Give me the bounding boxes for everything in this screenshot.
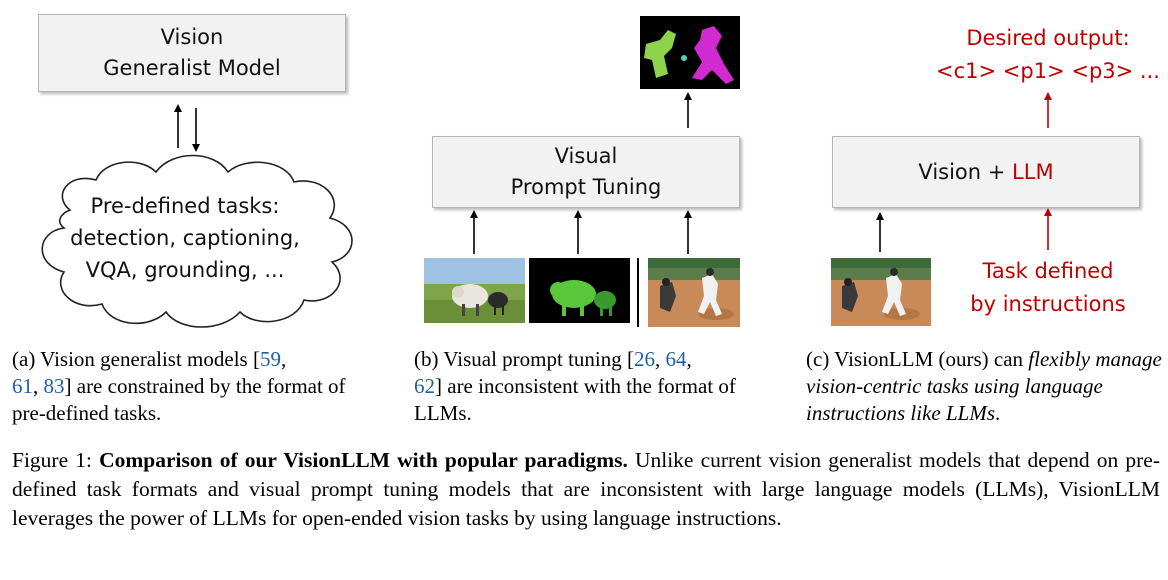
caption-b: (b) Visual prompt tuning [26, 64, 62] are… [414, 346, 766, 427]
baseball-photo-c [831, 258, 931, 326]
figure-caption: Figure 1: Comparison of our VisionLLM wi… [12, 446, 1160, 533]
box-c-llm-label: LLM [1012, 159, 1054, 184]
desired-output-line2: <c1> <p1> <p3> ... [936, 59, 1160, 83]
citation-59[interactable]: 59 [259, 347, 281, 371]
caption-c: (c) VisionLLM (ours) can flexibly manage… [806, 346, 1162, 427]
cloud-line2: detection, captioning, [70, 226, 300, 250]
caption-c-end: . [995, 401, 1001, 425]
task-defined-line1: Task defined [982, 259, 1114, 283]
caption-b-sep1: , [655, 347, 666, 371]
vision-llm-box: Vision + LLM [832, 136, 1140, 208]
sheep-mask [529, 258, 630, 323]
task-defined-line2: by instructions [970, 292, 1126, 316]
sheep-photo [424, 258, 525, 323]
cloud-line3: VQA, grounding, ... [85, 258, 285, 282]
visual-prompt-tuning-box: Visual Prompt Tuning [432, 136, 740, 208]
citation-61[interactable]: 61 [12, 374, 33, 398]
pre-defined-tasks-text: Pre-defined tasks: detection, captioning… [30, 190, 340, 286]
caption-b-prefix: (b) Visual prompt tuning [ [414, 347, 634, 371]
figure-label: Figure 1: [12, 448, 100, 472]
caption-a-prefix: (a) Vision generalist models [ [12, 347, 260, 371]
caption-a-sep2: , [33, 374, 44, 398]
caption-b-sep2: , [686, 347, 692, 371]
citation-62[interactable]: 62 [414, 374, 435, 398]
caption-c-plain: (c) VisionLLM (ours) can [806, 347, 1029, 371]
caption-b-suffix: ] are inconsistent with the format of LL… [414, 374, 736, 425]
box-b-line2: Prompt Tuning [510, 175, 662, 199]
box-c-vision-label: Vision + [918, 159, 1013, 184]
figure-title: Comparison of our VisionLLM with popular… [99, 448, 628, 472]
box-a-line2: Generalist Model [103, 56, 281, 80]
segmentation-output-image [640, 16, 740, 89]
caption-c-italic: flexibly manage vision-centric tasks usi… [806, 347, 1162, 425]
task-cloud [41, 154, 353, 328]
cloud-line1: Pre-defined tasks: [90, 194, 280, 218]
figure-body: Unlike current vision generalist models … [12, 448, 1160, 530]
citation-83[interactable]: 83 [43, 374, 65, 398]
caption-a-sep1: , [280, 347, 287, 371]
box-c-text: Vision + LLM [918, 157, 1053, 188]
desired-output-text: Desired output: <c1> <p1> <p3> ... [900, 22, 1168, 88]
citation-26[interactable]: 26 [634, 347, 655, 371]
box-a-line1: Vision [160, 25, 224, 49]
box-b-line1: Visual [554, 144, 618, 168]
baseball-photo-b [648, 258, 740, 327]
caption-a-suffix: ] are constrained by the format of pre-d… [12, 374, 346, 425]
caption-a: (a) Vision generalist models [59,61, 83]… [12, 346, 372, 427]
desired-output-line1: Desired output: [966, 26, 1130, 50]
citation-64[interactable]: 64 [665, 347, 687, 371]
vision-generalist-model-box: Vision Generalist Model [38, 14, 346, 92]
task-defined-text: Task defined by instructions [940, 255, 1156, 321]
